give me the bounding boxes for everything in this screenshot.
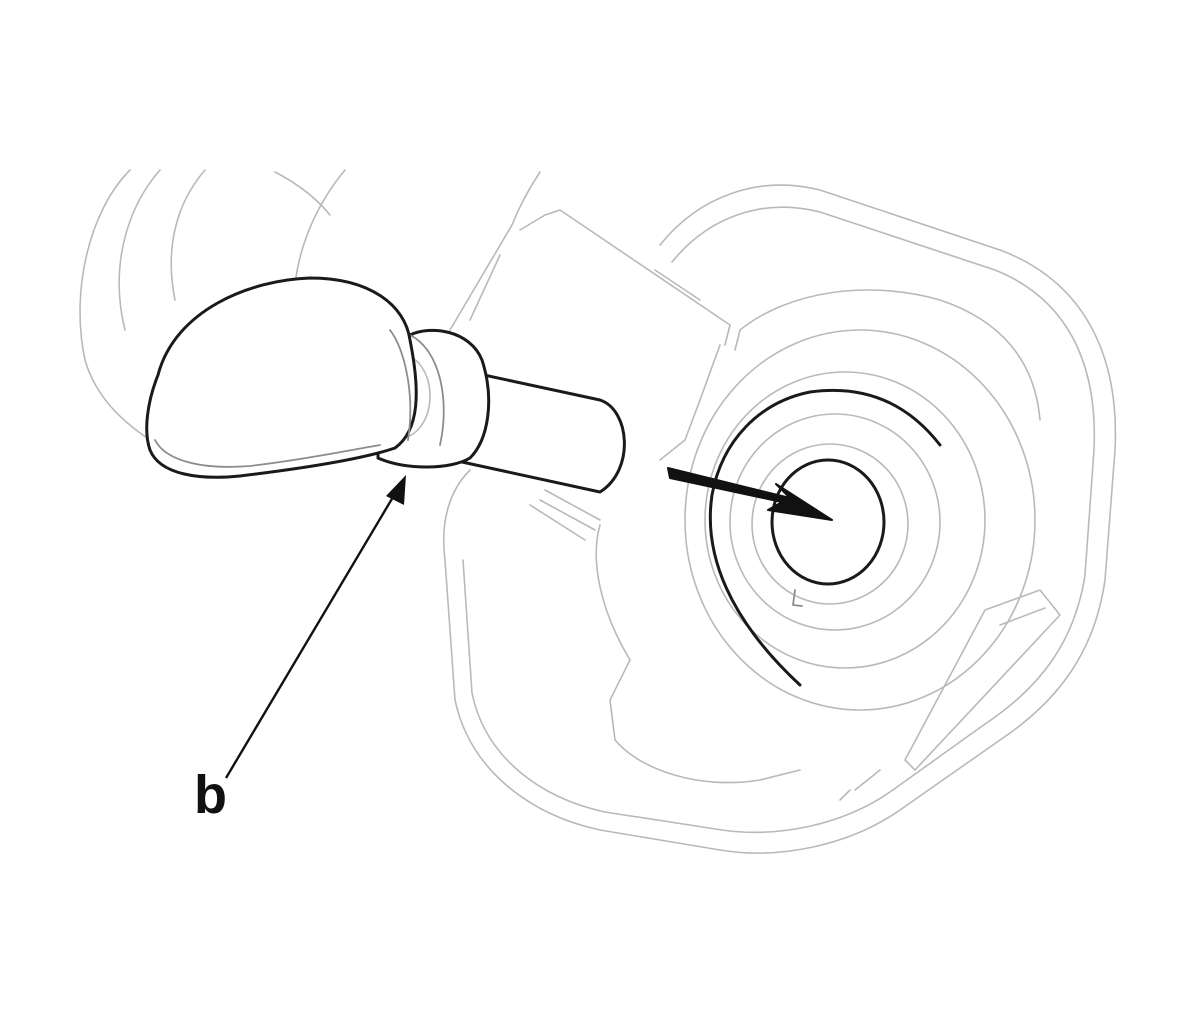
filler-neck [684,329,1061,801]
vehicle-body-outline [79,169,541,441]
callout-arrowhead [386,475,406,505]
callout-label-b: b [194,765,227,825]
filler-housing [442,184,1117,854]
insertion-tool [145,276,626,494]
callout-b-leader [224,475,406,779]
insert-direction-arrow [667,467,833,521]
